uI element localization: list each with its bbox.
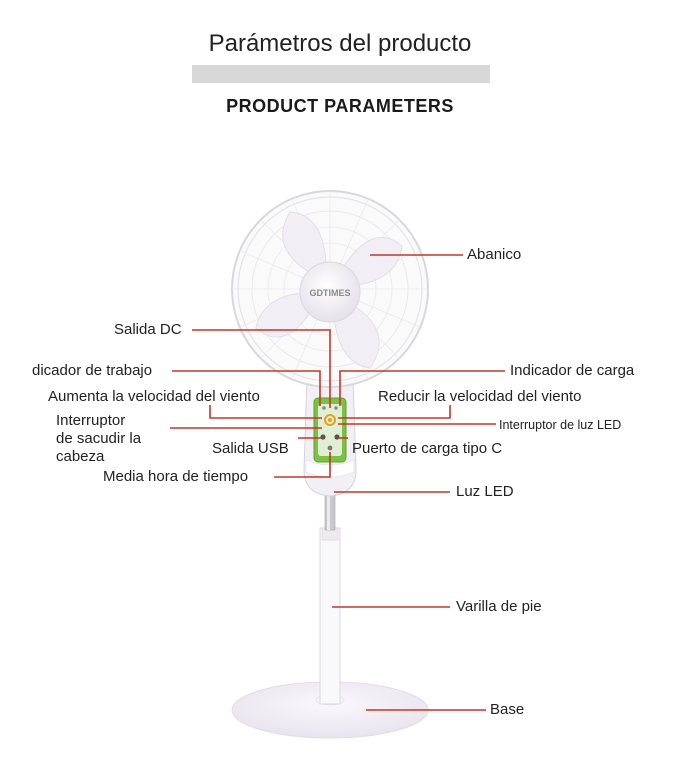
label-typec-port: Puerto de carga tipo C <box>352 440 503 457</box>
speed-down-button-icon <box>334 406 338 410</box>
label-speed-down: Reducir la velocidad del viento <box>378 388 582 405</box>
label-stand-rod: Varilla de pie <box>456 598 542 615</box>
label-charge-indicator: Indicador de carga <box>510 362 635 379</box>
led-switch-button <box>324 414 336 426</box>
label-shake-switch-line3: cabeza <box>56 448 105 465</box>
label-led-light: Luz LED <box>456 483 514 500</box>
label-dc-output: Salida DC <box>114 321 182 338</box>
label-speed-up: Aumenta la velocidad del viento <box>48 388 260 405</box>
speed-up-button-icon <box>322 406 326 410</box>
label-shake-switch-line1: Interruptor <box>56 412 126 429</box>
timer-button-icon <box>327 445 333 451</box>
title-divider-bar <box>192 65 490 83</box>
fan-hub <box>299 261 361 323</box>
brand-logo: GDTIMES <box>309 288 350 298</box>
stand-rod <box>319 527 341 705</box>
leader-lines <box>170 254 505 711</box>
page-title: Parámetros del producto <box>208 30 472 57</box>
label-shake-switch-line2: de sacudir la <box>56 430 142 447</box>
label-fan: Abanico <box>467 246 522 263</box>
label-base: Base <box>490 701 525 718</box>
usb-port-icon <box>320 434 326 440</box>
page-subtitle: PRODUCT PARAMETERS <box>226 96 454 116</box>
label-work-indicator: dicador de trabajo <box>32 362 153 379</box>
label-half-hour-timer: Media hora de tiempo <box>103 468 249 485</box>
label-led-switch: Interruptor de luz LED <box>499 418 622 432</box>
typec-port-icon <box>334 434 340 440</box>
fan-head <box>231 190 429 388</box>
label-usb-output: Salida USB <box>212 440 289 457</box>
